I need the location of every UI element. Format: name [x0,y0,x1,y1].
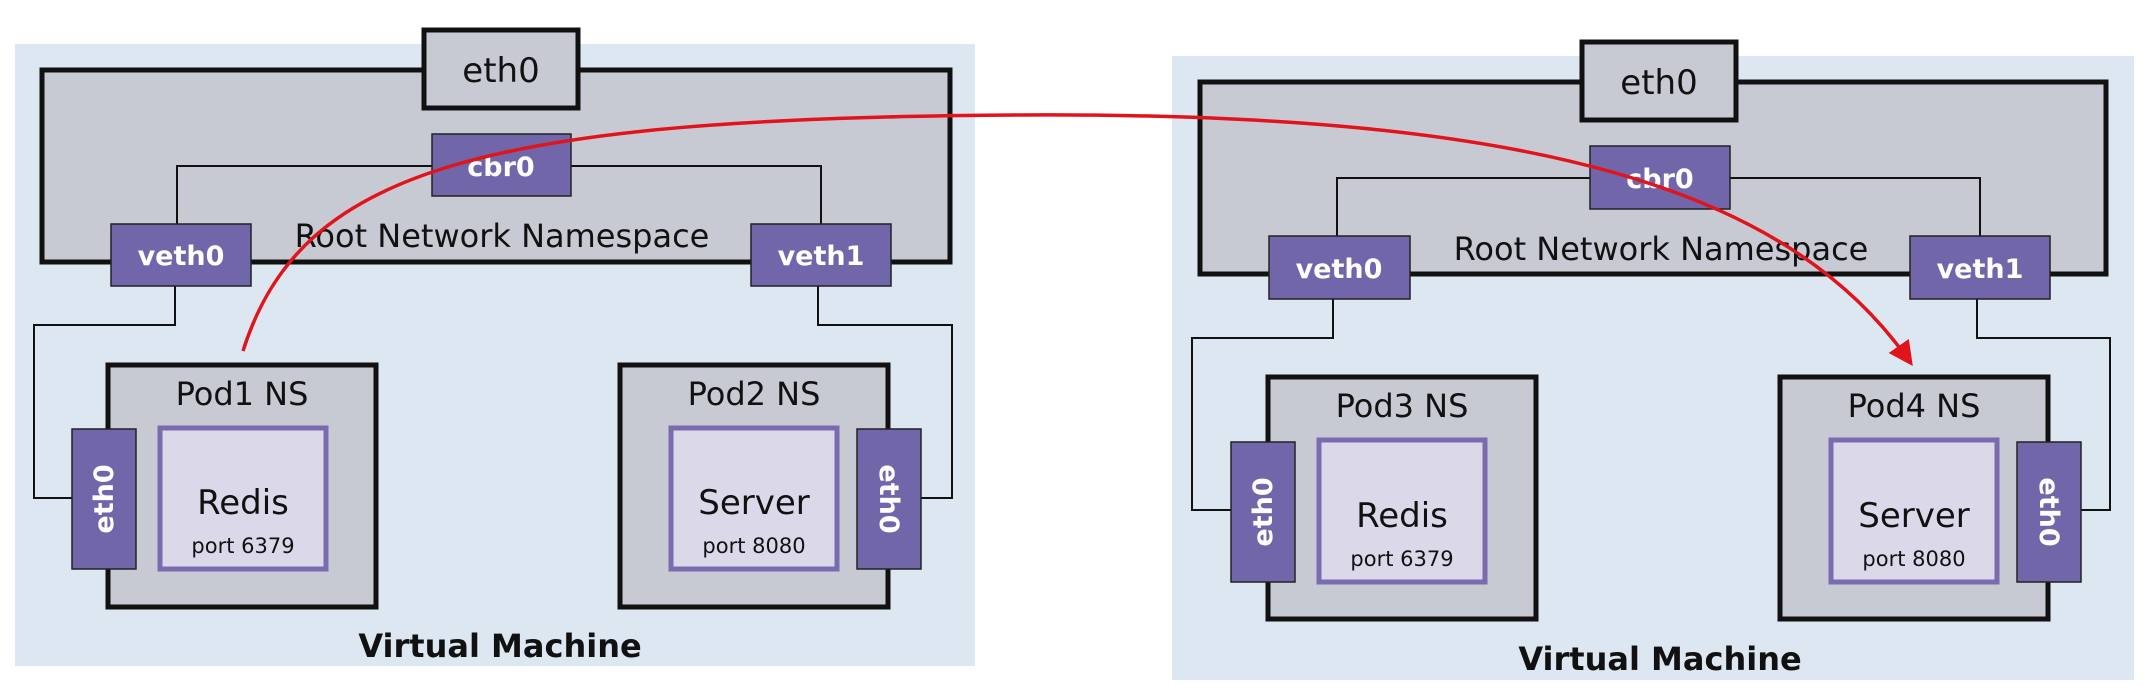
pod3-port: port 6379 [1350,547,1453,571]
left-vm-eth0-box [421,27,581,111]
right-connectors [1191,177,2111,511]
left-veth1-box [750,223,892,287]
pod1-port: port 6379 [191,534,294,558]
pod4-app-box [1828,437,2000,585]
traffic-arrow [241,113,1913,367]
pod1-app-box [157,425,329,572]
pod2-eth0-box [856,428,922,570]
right-veth1-label: veth1 [1937,254,2024,285]
pod4-app-name: Server [1858,496,1970,536]
pod2-app-name: Server [698,483,810,523]
pod1-app-name: Redis [197,483,289,523]
pod2-eth0-label: eth0 [873,464,904,533]
pod2-port: port 8080 [702,534,805,558]
left-veth1-label: veth1 [778,241,865,272]
pod3-namespace: Pod3 NS Redis port 6379 eth0 [1230,374,1539,622]
left-bridge-label: cbr0 [467,152,534,183]
pod4-title: Pod4 NS [1848,387,1981,425]
right-root-namespace-label: Root Network Namespace [1454,230,1869,268]
pod2-namespace: Pod2 NS Server port 8080 eth0 [617,362,922,610]
left-veth0-box [110,223,252,287]
pod4-port: port 8080 [1862,547,1965,571]
left-vm-eth0-label: eth0 [462,51,539,91]
pod4-namespace: Pod4 NS Server port 8080 eth0 [1777,374,2082,622]
pod3-eth0-label: eth0 [1248,477,1279,546]
left-root-namespace-label: Root Network Namespace [295,217,710,255]
right-veth0-label: veth0 [1296,254,1383,285]
pod2-title: Pod2 NS [688,375,821,413]
left-virtual-machine: eth0 cbr0 Root Network Namespace veth0 v… [15,27,975,666]
pod1-namespace: Pod1 NS Redis port 6379 eth0 [71,362,379,610]
right-virtual-machine: eth0 cbr0 Root Network Namespace veth0 v… [1172,39,2134,680]
pod4-eth0-box [2016,441,2082,583]
pod4-eth0-label: eth0 [2033,477,2064,546]
pod1-eth0-box [71,428,137,570]
pod3-app-box [1316,437,1488,585]
pod2-app-box [668,425,840,572]
pod1-title: Pod1 NS [176,375,309,413]
pod3-eth0-box [1230,441,1296,583]
left-vm-label: Virtual Machine [358,627,641,665]
right-veth0-box [1268,235,1411,300]
right-vm-label: Virtual Machine [1518,640,1801,678]
pod3-app-name: Redis [1356,496,1448,536]
right-vm-eth0-box [1579,39,1739,123]
right-vm-eth0-label: eth0 [1620,63,1697,103]
left-connectors [33,165,953,499]
right-veth1-box [1909,235,2051,300]
pod3-title: Pod3 NS [1336,387,1469,425]
pod1-eth0-label: eth0 [89,464,120,533]
left-veth0-label: veth0 [138,241,225,272]
right-bridge-box [1589,145,1731,210]
